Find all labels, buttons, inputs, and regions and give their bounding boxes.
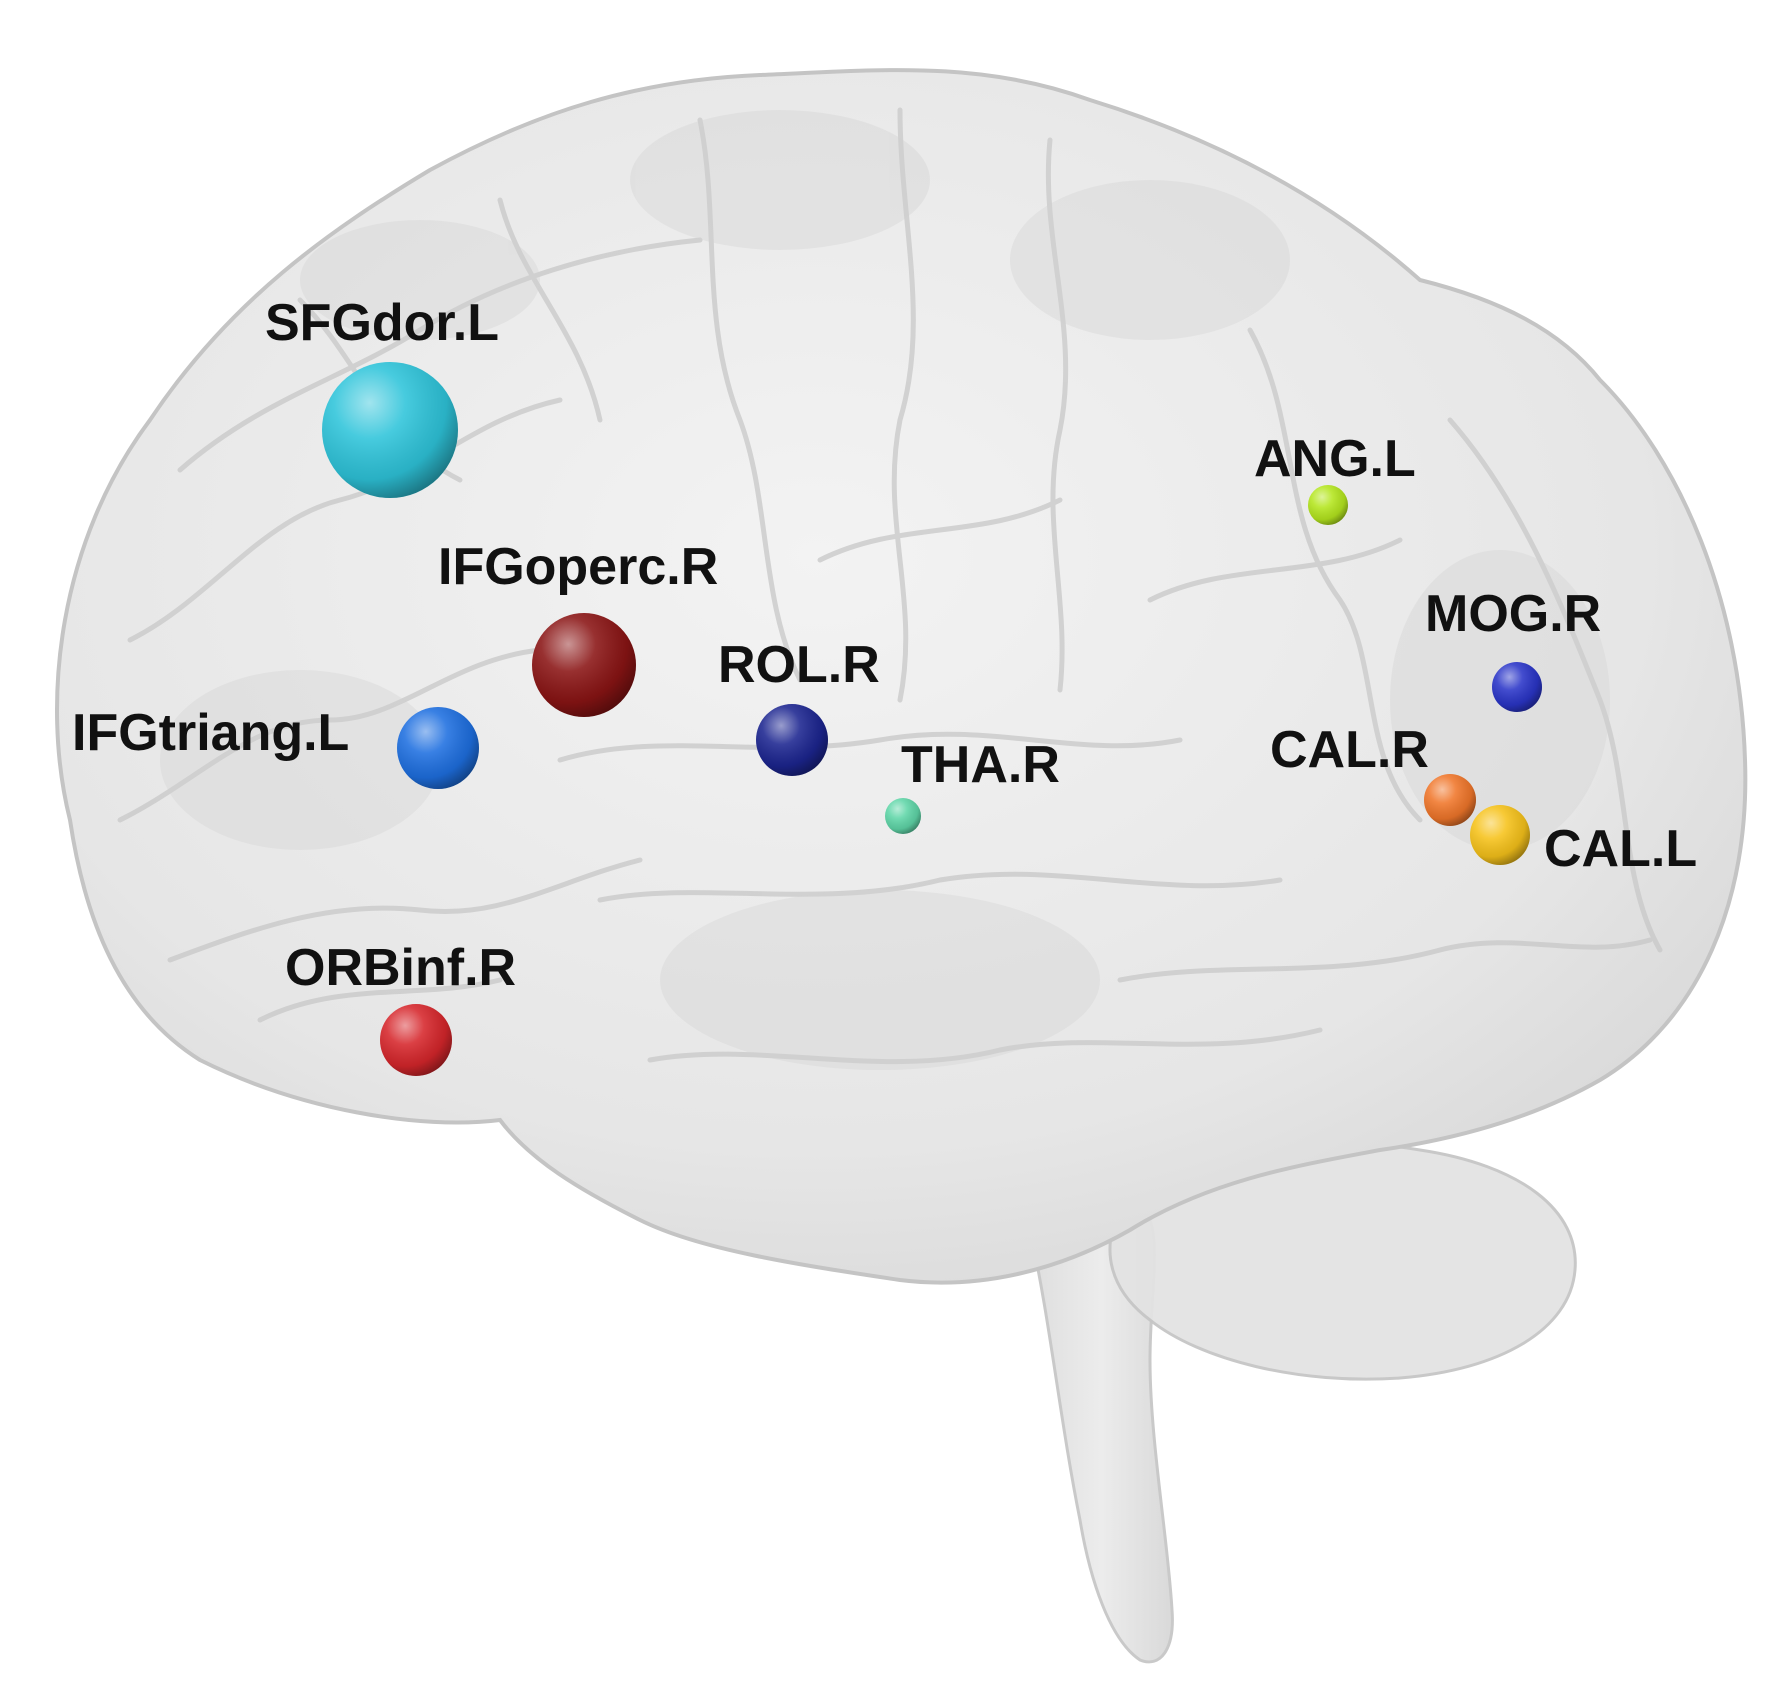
node-rol-r bbox=[756, 704, 828, 776]
label-tha-r: THA.R bbox=[901, 736, 1060, 794]
cortical-folds bbox=[117, 107, 1663, 1065]
node-cal-r bbox=[1424, 774, 1476, 826]
cortical-shading bbox=[160, 110, 1610, 1070]
node-tha-r bbox=[885, 798, 921, 834]
label-orbinf-r: ORBinf.R bbox=[285, 939, 516, 997]
cerebrum bbox=[54, 68, 1748, 1285]
node-ifgtriang-l bbox=[397, 707, 479, 789]
node-orbinf-r bbox=[380, 1004, 452, 1076]
node-ang-l bbox=[1308, 485, 1348, 525]
brain-stem bbox=[1028, 1218, 1174, 1664]
label-ifgoperc-r: IFGoperc.R bbox=[438, 538, 718, 596]
label-cal-l: CAL.L bbox=[1544, 820, 1697, 878]
label-ang-l: ANG.L bbox=[1254, 430, 1416, 488]
label-cal-r: CAL.R bbox=[1270, 721, 1429, 779]
node-cal-l bbox=[1470, 805, 1530, 865]
node-mog-r bbox=[1492, 662, 1542, 712]
label-mog-r: MOG.R bbox=[1425, 585, 1601, 643]
node-sfgdor-l bbox=[322, 362, 458, 498]
node-ifgoperc-r bbox=[532, 613, 636, 717]
label-rol-r: ROL.R bbox=[718, 636, 880, 694]
label-sfgdor-l: SFGdor.L bbox=[265, 294, 499, 352]
label-ifgtriang-l: IFGtriang.L bbox=[72, 704, 349, 762]
